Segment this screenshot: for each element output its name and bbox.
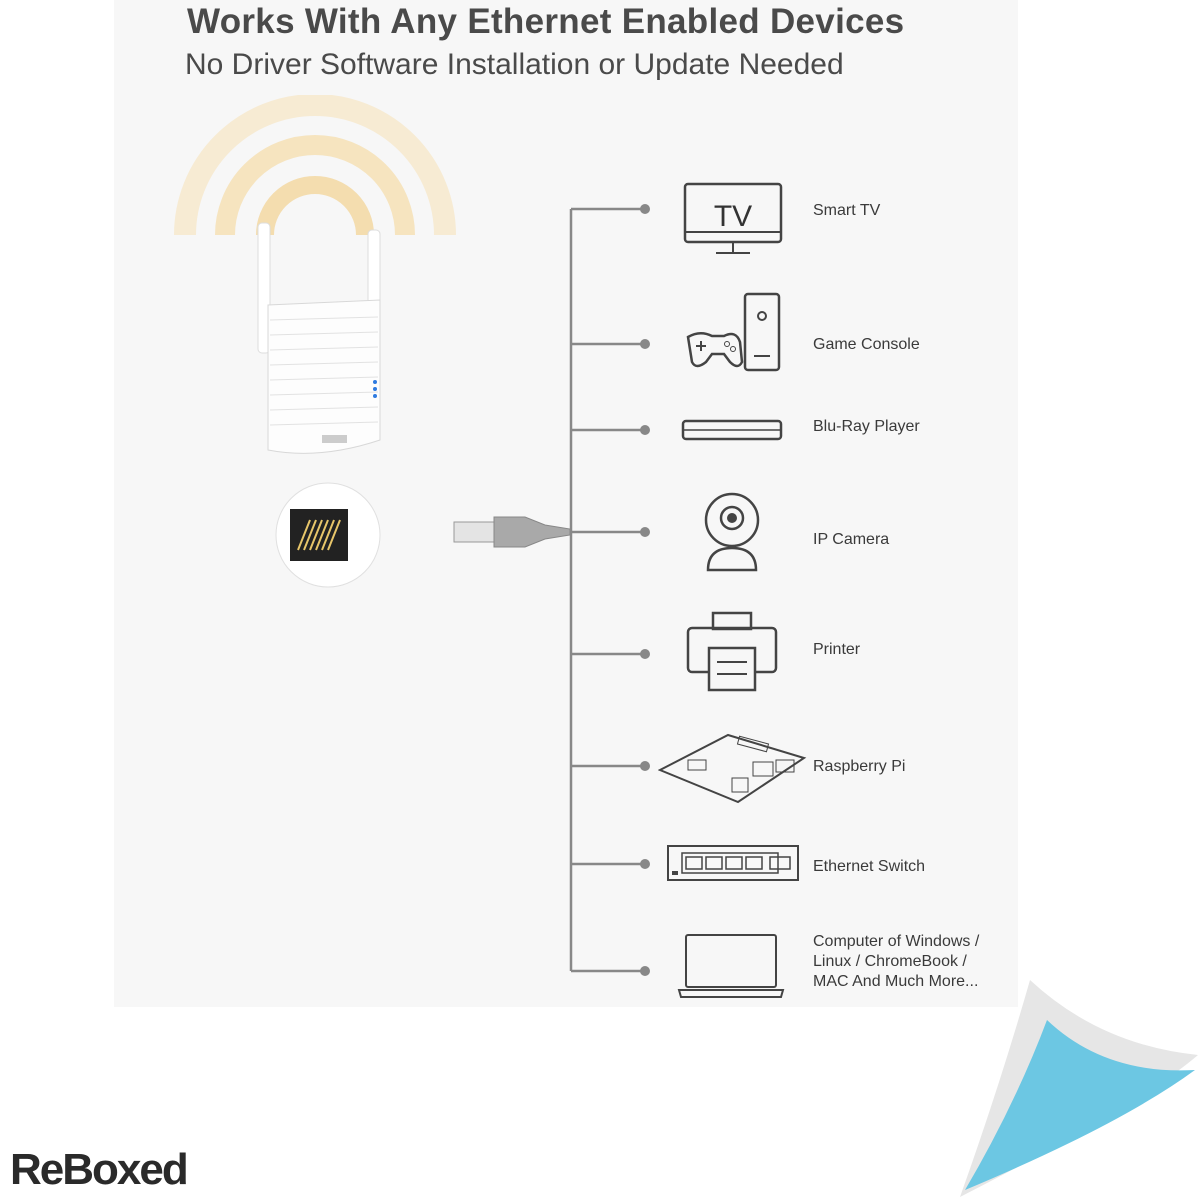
device-label-ip-camera: IP Camera <box>813 531 890 548</box>
tree-branch-dot <box>640 859 650 869</box>
printer-icon <box>686 611 778 692</box>
ip-camera-icon <box>704 492 760 572</box>
raspberry-pi-icon <box>658 733 807 804</box>
device-label-computer: Computer of Windows / Linux / ChromeBook… <box>813 932 979 992</box>
wifi-signal-icon <box>174 95 456 236</box>
computer-label-line: Computer of Windows / <box>813 933 980 950</box>
tv-icon: TV <box>683 182 783 254</box>
connection-tree <box>569 204 650 976</box>
tree-branch-dot <box>640 425 650 435</box>
device-label-bluray-player: Blu-Ray Player <box>813 418 920 435</box>
laptop-icon <box>677 934 785 998</box>
device-label-game-console: Game Console <box>813 336 920 353</box>
tree-branch-dot <box>640 527 650 537</box>
tree-branch-dot <box>640 966 650 976</box>
device-label-raspberry-pi: Raspberry Pi <box>813 758 906 775</box>
page-subtitle: No Driver Software Installation or Updat… <box>185 48 844 81</box>
game-console-icon <box>686 292 781 372</box>
page-curl-decoration <box>960 980 1198 1197</box>
ethernet-port-zoom <box>275 482 381 588</box>
tree-branch-dot <box>640 339 650 349</box>
device-label-printer: Printer <box>813 641 861 658</box>
bluray-player-icon <box>681 419 783 441</box>
device-label-smart-tv: Smart TV <box>813 202 881 219</box>
computer-label-line: MAC And Much More... <box>813 973 979 990</box>
wifi-extender-illustration <box>174 95 456 588</box>
tree-branch-dot <box>640 649 650 659</box>
svg-text:TV: TV <box>714 200 752 233</box>
tree-branch-dot <box>640 204 650 214</box>
ethernet-switch-icon <box>667 845 799 881</box>
computer-label-line: Linux / ChromeBook / <box>813 953 967 970</box>
tree-branch-dot <box>640 761 650 771</box>
page-title: Works With Any Ethernet Enabled Devices <box>187 2 905 41</box>
reboxed-logo: ReBoxed <box>10 1145 189 1194</box>
device-label-ethernet-switch: Ethernet Switch <box>813 858 926 875</box>
